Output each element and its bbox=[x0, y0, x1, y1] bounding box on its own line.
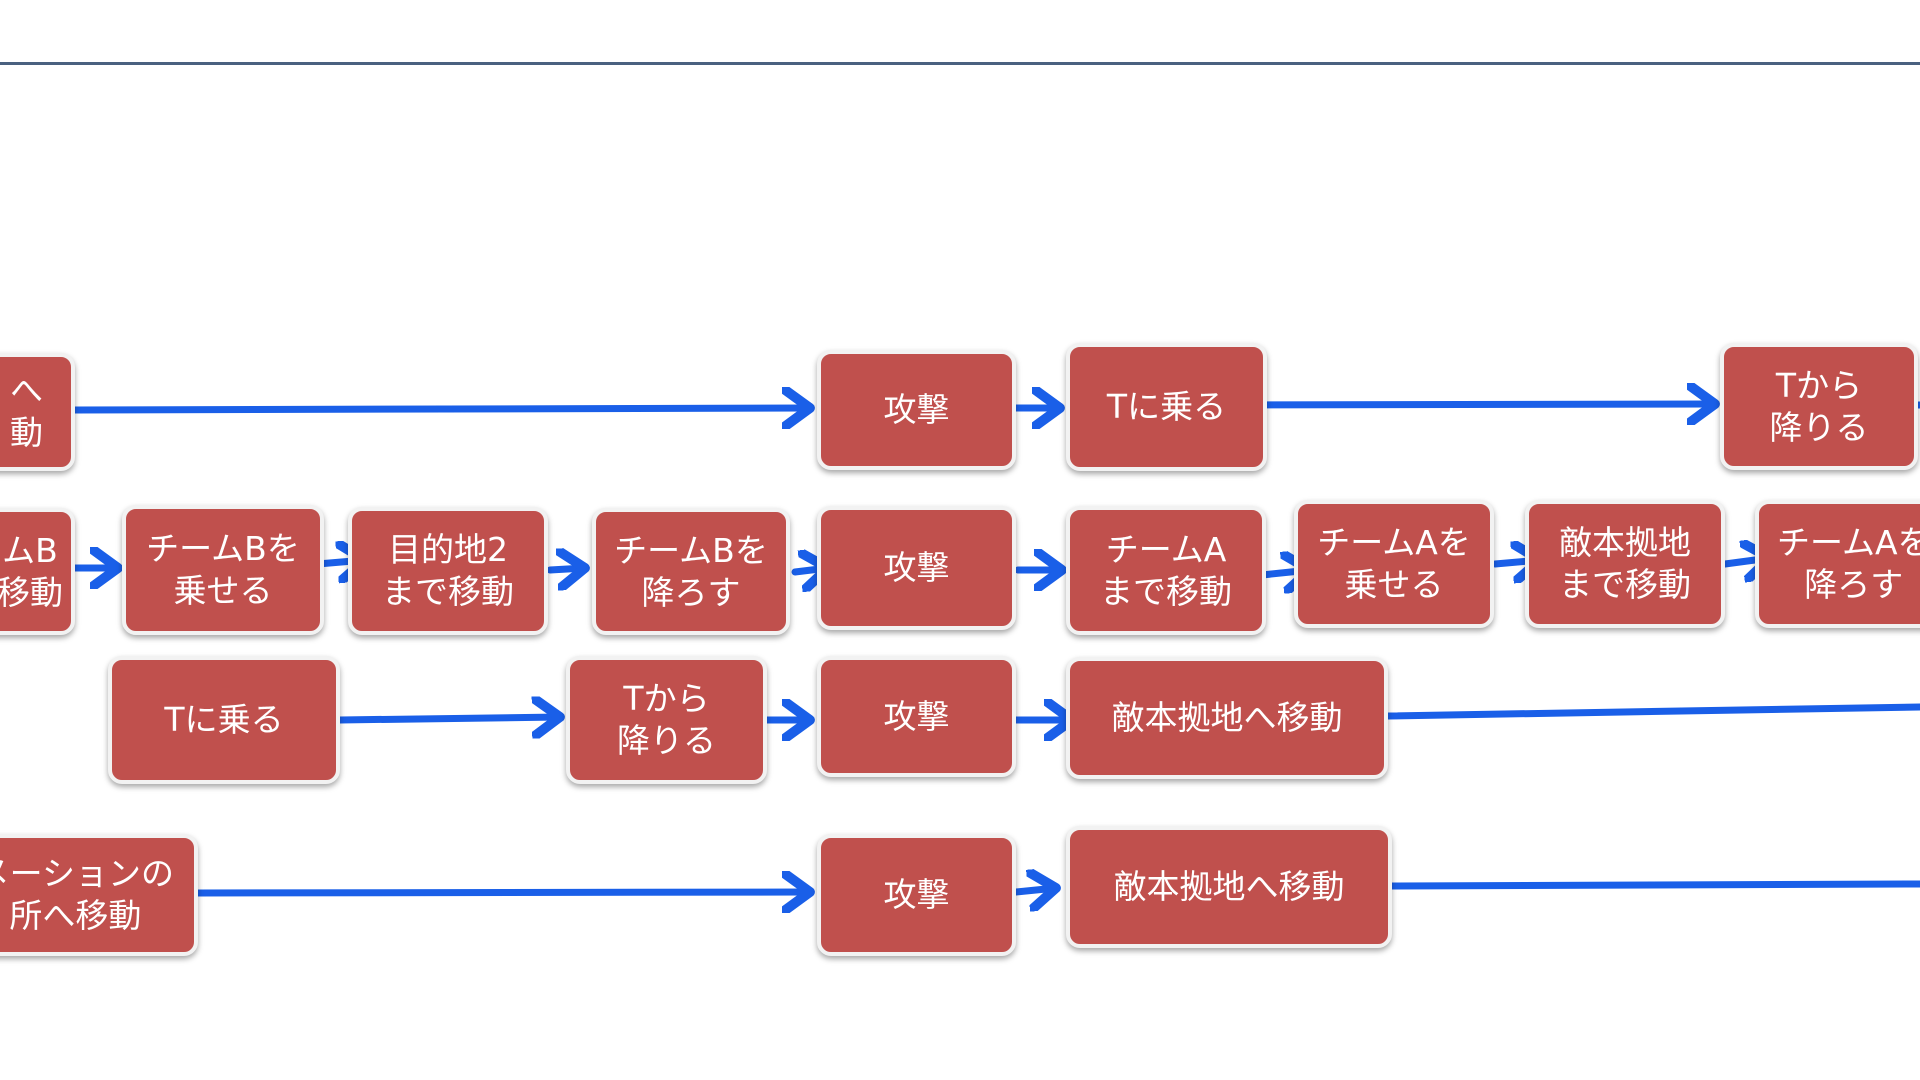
step-box-attack-r2: 攻撃 bbox=[817, 506, 1016, 630]
step-box-move-to-enemy-base-r3: 敵本拠地へ移動 bbox=[1066, 657, 1388, 779]
step-label: 攻撃 bbox=[883, 390, 950, 429]
step-box-exit-t-r3: Tから 降りる bbox=[566, 656, 767, 784]
step-box-attack-r3: 攻撃 bbox=[817, 656, 1016, 777]
step-label: チームAを 降ろす bbox=[1777, 523, 1920, 604]
arrow-r4-1 bbox=[194, 892, 810, 893]
step-box-unload-team-b: チームBを 降ろす bbox=[592, 508, 790, 635]
arrow-r1-3 bbox=[1236, 404, 1715, 405]
step-box-attack-r4: 攻撃 bbox=[817, 834, 1016, 956]
arrow-r3-1 bbox=[336, 717, 560, 720]
arrow-r2-3 bbox=[546, 568, 585, 570]
step-label: Tから 降りる bbox=[1769, 365, 1869, 447]
step-box-move-to-team-a: チームA まで移動 bbox=[1066, 506, 1266, 635]
step-box-move-to-dest2: 目的地2 まで移動 bbox=[348, 507, 548, 635]
step-label: 敵本拠地へ移動 bbox=[1113, 867, 1345, 906]
step-label: Tに乗る bbox=[164, 700, 284, 739]
step-label: メーションの 所へ移動 bbox=[0, 854, 174, 935]
step-box-move-partial-r1: へ 動 bbox=[0, 353, 75, 471]
step-label: チームBを 降ろす bbox=[614, 530, 768, 612]
step-box-board-t-r3: Tに乗る bbox=[108, 656, 340, 784]
step-label: Tに乗る bbox=[1106, 387, 1227, 426]
step-box-board-t-r1: Tに乗る bbox=[1066, 343, 1267, 471]
arrow-r3-4 bbox=[1384, 703, 1920, 720]
step-box-load-team-a: チームAを 乗せる bbox=[1294, 500, 1494, 628]
step-label: 目的地2 まで移動 bbox=[382, 530, 514, 611]
step-label: Tから 降りる bbox=[617, 679, 716, 760]
step-box-move-to-formation: メーションの 所へ移動 bbox=[0, 834, 198, 956]
step-box-move-partial-r2: ムB 移動 bbox=[0, 508, 75, 635]
arrow-r1-1 bbox=[71, 408, 810, 410]
step-box-move-to-enemy-base-r4: 敵本拠地へ移動 bbox=[1066, 826, 1392, 948]
step-label: 攻撃 bbox=[883, 548, 950, 587]
step-label: チームBを 乗せる bbox=[146, 529, 300, 610]
title-divider bbox=[0, 62, 1920, 65]
step-label: チームAを 乗せる bbox=[1317, 523, 1471, 604]
step-label: へ 動 bbox=[10, 371, 43, 452]
step-label: 攻撃 bbox=[883, 696, 950, 736]
arrow-r4-3 bbox=[1388, 880, 1920, 890]
step-box-move-to-enemy-base-r2: 敵本拠地 まで移動 bbox=[1525, 500, 1725, 628]
step-box-exit-t-r1: Tから 降りる bbox=[1720, 343, 1918, 470]
step-box-unload-team-a: チームAを 降ろす bbox=[1755, 500, 1920, 628]
step-label: ムB 移動 bbox=[0, 530, 63, 612]
step-label: 敵本拠地 まで移動 bbox=[1559, 523, 1691, 604]
step-box-attack-r1: 攻撃 bbox=[817, 350, 1016, 470]
step-box-load-team-b: チームBを 乗せる bbox=[122, 505, 324, 635]
arrow-r4-2 bbox=[1012, 888, 1056, 892]
step-label: 攻撃 bbox=[883, 875, 950, 914]
step-label: チームA まで移動 bbox=[1100, 529, 1232, 611]
step-label: 敵本拠地へ移動 bbox=[1111, 698, 1343, 737]
